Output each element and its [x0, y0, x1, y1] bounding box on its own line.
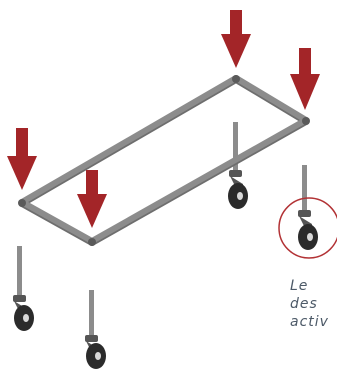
caption-line-3: activ — [290, 314, 329, 330]
trolley-frame — [18, 75, 310, 246]
caster-wheel-icon — [298, 165, 318, 250]
caster-wheel-icon — [228, 122, 248, 209]
arrow-down-icon — [221, 10, 251, 68]
arrow-down-icon — [290, 48, 320, 110]
caption-line-2: des — [290, 296, 318, 312]
caption-line-1: Le c — [290, 278, 337, 294]
load-arrows — [7, 10, 320, 228]
caster-wheel-icon — [13, 246, 34, 331]
arrow-down-icon — [77, 170, 107, 228]
caster-wheel-icon — [85, 290, 106, 369]
arrow-down-icon — [7, 128, 37, 190]
caster-legs — [13, 122, 318, 369]
highlight-circle-icon — [278, 197, 337, 259]
